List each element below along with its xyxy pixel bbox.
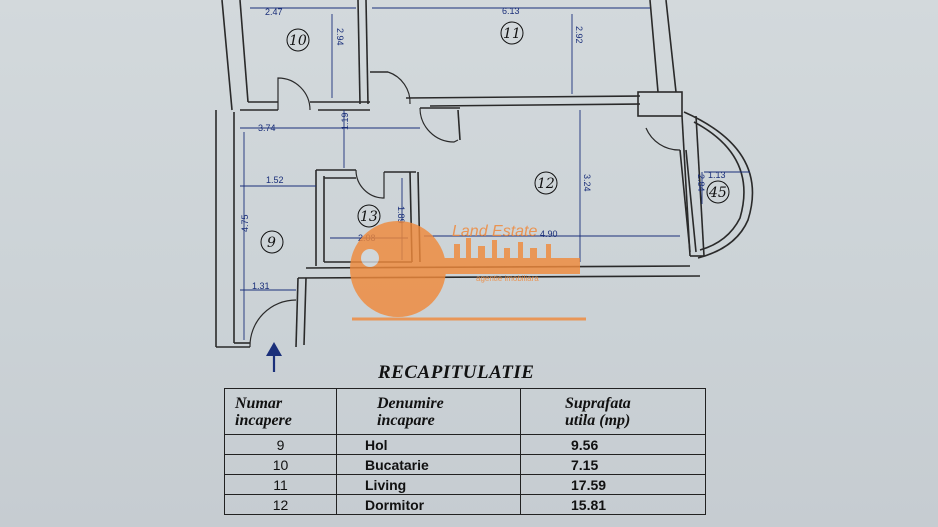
- room-number-10: 10: [289, 33, 307, 49]
- room-number-9: 9: [267, 235, 276, 251]
- dim-label: 2.84: [696, 174, 706, 192]
- land-estate-watermark-logo: [350, 221, 586, 321]
- table-row: 12 Dormitor 15.81: [224, 494, 706, 515]
- header-suprafata-utila: Suprafata utila (mp): [520, 388, 706, 435]
- dim-label: 4.90: [540, 229, 558, 239]
- dim-label: 1.13: [708, 170, 726, 180]
- dim-label: 1.52: [266, 175, 284, 185]
- dim-label: 2.47: [265, 7, 283, 17]
- room-name-cell: Living: [336, 474, 521, 495]
- table-row: 9 Hol 9.56: [224, 434, 706, 455]
- dim-label: 3.74: [258, 123, 276, 133]
- room-area-cell: 15.81: [520, 494, 706, 515]
- room-name-cell: Hol: [336, 434, 521, 455]
- recap-title: RECAPITULATIE: [378, 362, 535, 383]
- room-number-11: 11: [503, 26, 521, 42]
- room-number-cell: 9: [224, 434, 337, 455]
- room-number-12: 12: [537, 176, 555, 192]
- room-number-cell: 10: [224, 454, 337, 475]
- room-area-cell: 9.56: [520, 434, 706, 455]
- header-text: incapere: [235, 411, 292, 429]
- header-text: Numar: [235, 394, 283, 412]
- room-area-cell: 7.15: [520, 454, 706, 475]
- walls: [215, 0, 754, 348]
- header-text: utila (mp): [565, 411, 631, 429]
- dim-label: 1.19: [340, 112, 350, 130]
- room-labels: [260, 21, 730, 254]
- table-row: 10 Bucatarie 7.15: [224, 454, 706, 475]
- dim-label: 6.13: [502, 6, 520, 16]
- header-text: Suprafata: [565, 394, 631, 412]
- room-number-45: 45: [708, 185, 727, 201]
- entrance-arrow-icon: [266, 342, 282, 372]
- dim-label: 2.92: [574, 26, 584, 44]
- dim-label: 2.94: [335, 28, 345, 46]
- room-number-13: 13: [360, 209, 378, 225]
- header-denumire-incapare: Denumire incapare: [336, 388, 521, 435]
- room-number-cell: 11: [224, 474, 337, 495]
- room-name-cell: Dormitor: [336, 494, 521, 515]
- dim-label: 1.89: [396, 206, 406, 224]
- room-area-cell: 17.59: [520, 474, 706, 495]
- watermark-tagline: agentie imobiliara: [476, 274, 539, 283]
- dim-label: 3.24: [582, 174, 592, 192]
- watermark-brand: Land Estate: [452, 223, 538, 240]
- dim-label: 1.31: [252, 281, 270, 291]
- header-numar-incapere: Numar incapere: [224, 388, 337, 435]
- recap-header-row: Numar incapere Denumire incapare Suprafa…: [224, 388, 706, 435]
- room-number-cell: 12: [224, 494, 337, 515]
- doors: [249, 71, 681, 348]
- header-text: incapare: [377, 411, 435, 429]
- dim-label: 4.75: [240, 214, 250, 232]
- room-name-cell: Bucatarie: [336, 454, 521, 475]
- recap-table: Numar incapere Denumire incapare Suprafa…: [224, 388, 706, 515]
- header-text: Denumire: [377, 394, 444, 412]
- table-row: 11 Living 17.59: [224, 474, 706, 495]
